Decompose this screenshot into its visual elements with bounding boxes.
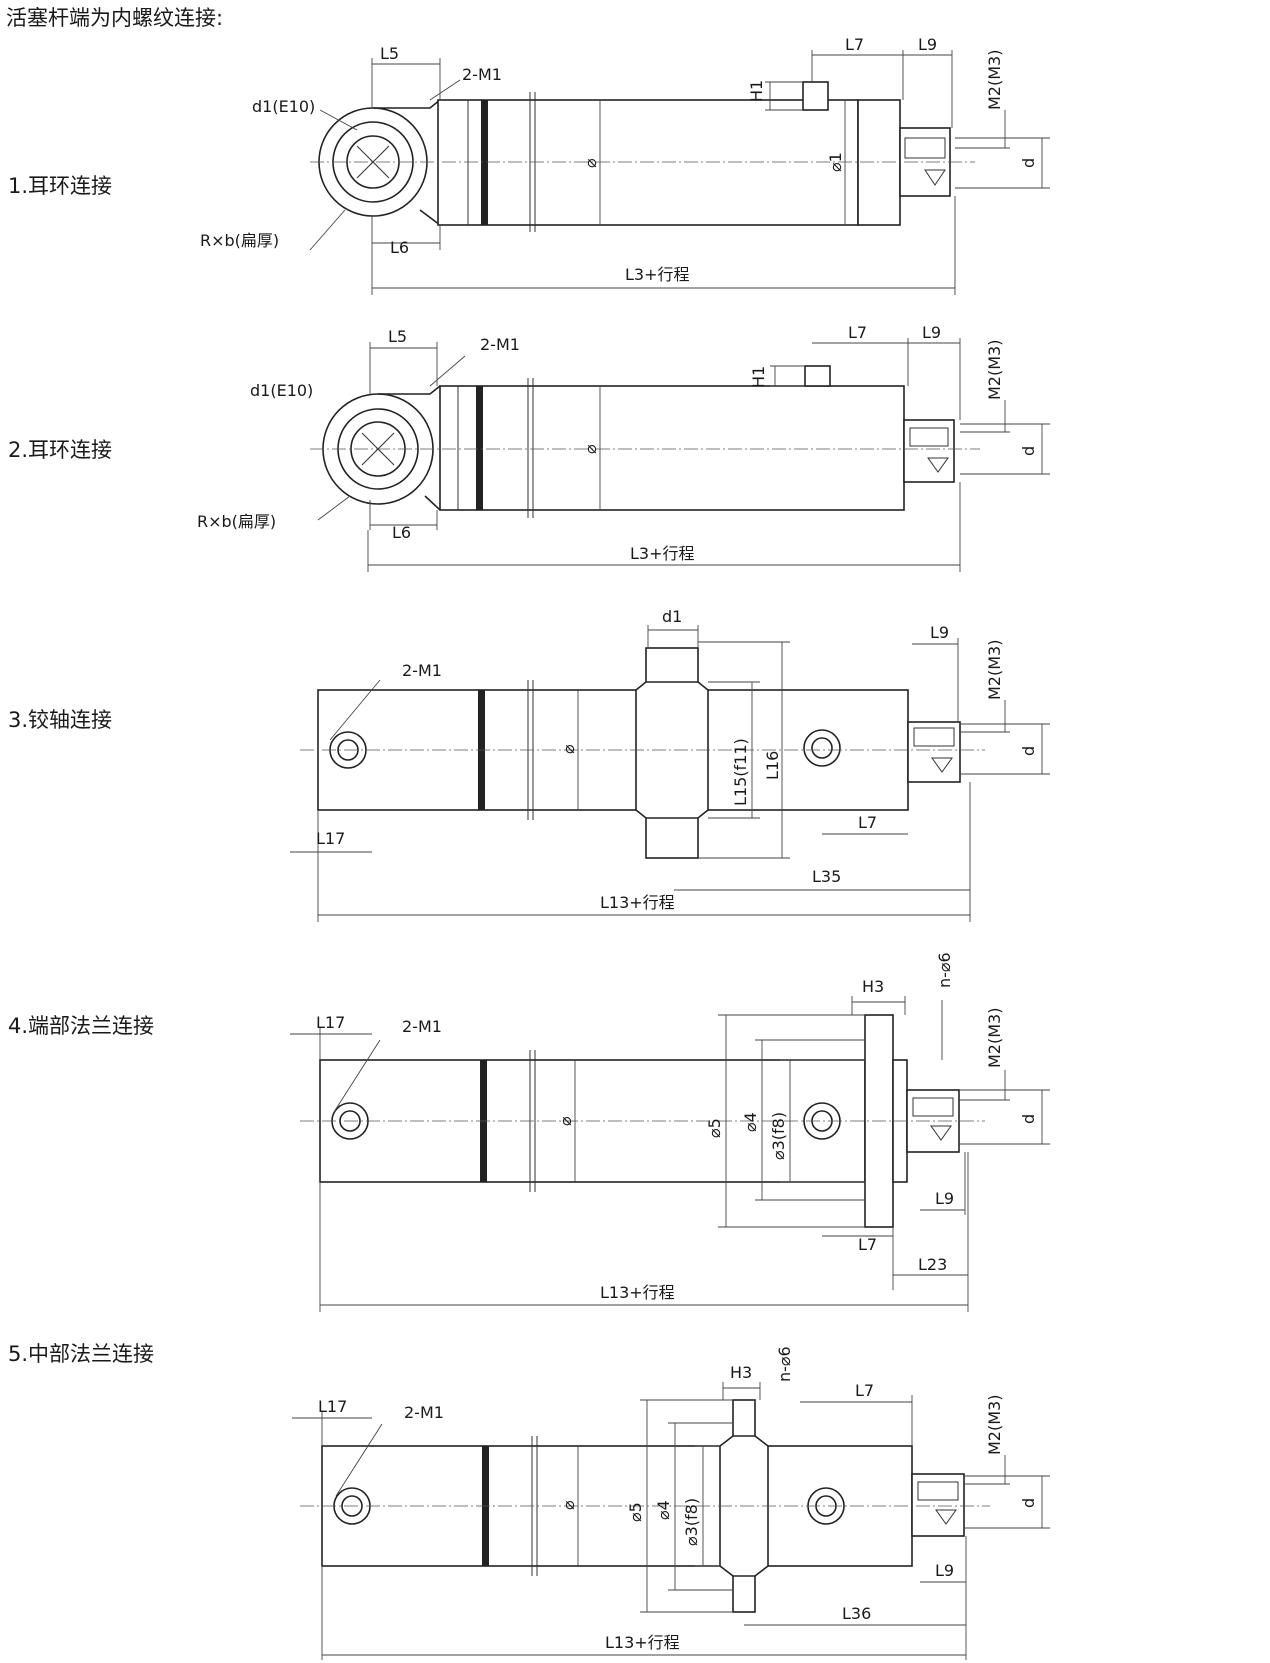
dim-H3: H3 — [730, 1363, 752, 1382]
dim-d1: d1 — [662, 607, 682, 626]
dim-L35: L35 — [812, 867, 841, 886]
dim-L9: L9 — [922, 323, 941, 342]
dim-L36: L36 — [842, 1604, 871, 1623]
cylinder-drawing-2: L5 2-M1 d1(E10) H1 L7 L9 M2(M3) d ⌀ R×b(… — [197, 323, 1050, 572]
dim-L13: L13+行程 — [605, 1633, 680, 1652]
dim-phi1: ⌀1 — [826, 152, 845, 172]
dim-L17: L17 — [318, 1397, 347, 1416]
dim-phi3: ⌀3(f8) — [682, 1498, 701, 1546]
cylinder-drawing-4: H3 n-⌀6 L17 2-M1 M2(M3) d ⌀ ⌀5 ⌀4 ⌀3(f8)… — [290, 952, 1050, 1312]
dim-phi3: ⌀3(f8) — [769, 1112, 788, 1160]
head-gland — [857, 99, 901, 226]
seal-band — [481, 100, 488, 225]
port-right — [803, 729, 841, 767]
dim-H3: H3 — [862, 977, 884, 996]
dim-L7: L7 — [845, 35, 864, 54]
dim-L9: L9 — [935, 1189, 954, 1208]
section-label-4: 4.端部法兰连接 — [8, 1014, 155, 1038]
dim-H1: H1 — [749, 366, 768, 388]
dim-M1: 2-M1 — [402, 661, 442, 680]
dim-M1: 2-M1 — [404, 1403, 444, 1422]
dim-L5: L5 — [380, 44, 399, 63]
dim-M1: 2-M1 — [402, 1017, 442, 1036]
dim-M1: 2-M1 — [480, 335, 520, 354]
dim-d: d — [1019, 158, 1038, 168]
dim-d1: d1(E10) — [252, 97, 315, 116]
dim-L17: L17 — [316, 1013, 345, 1032]
rod-end — [911, 1473, 965, 1537]
dim-L9: L9 — [935, 1561, 954, 1580]
cylinder-drawing-1: L5 2-M1 d1(E10) H1 L7 L9 M2(M3) d ⌀ ⌀1 R… — [200, 35, 1050, 295]
dim-L6: L6 — [392, 523, 411, 542]
dim-M2: M2(M3) — [985, 1008, 1004, 1068]
trunnion-block — [635, 681, 709, 819]
section-label-1: 1.耳环连接 — [8, 174, 113, 198]
dim-n6: n-⌀6 — [775, 1346, 794, 1382]
dim-d: d — [1019, 446, 1038, 456]
cylinder-barrel — [437, 99, 859, 226]
dim-M1: 2-M1 — [462, 65, 502, 84]
dim-M2: M2(M3) — [985, 1395, 1004, 1455]
dim-phi: ⌀ — [581, 158, 600, 168]
dim-L7: L7 — [858, 813, 877, 832]
dim-L3: L3+行程 — [625, 265, 690, 284]
dim-phi5: ⌀5 — [705, 1118, 724, 1138]
dim-L6: L6 — [390, 238, 409, 257]
dim-phi: ⌀ — [559, 1500, 578, 1510]
dim-phi4: ⌀4 — [654, 1500, 673, 1520]
dim-L15: L15(f11) — [731, 738, 750, 806]
dim-L17: L17 — [316, 829, 345, 848]
dim-L3: L3+行程 — [630, 544, 695, 563]
dim-Rb: R×b(扁厚) — [197, 512, 276, 531]
dim-M2: M2(M3) — [985, 50, 1004, 110]
cylinder-drawing-5: H3 n-⌀6 L7 L17 2-M1 M2(M3) d ⌀ ⌀5 ⌀4 ⌀3(… — [292, 1346, 1050, 1660]
dim-L7: L7 — [855, 1381, 874, 1400]
dim-phi: ⌀ — [581, 444, 600, 454]
dim-Rb: R×b(扁厚) — [200, 231, 279, 250]
dim-d1: d1(E10) — [250, 381, 313, 400]
dim-L13: L13+行程 — [600, 893, 675, 912]
dim-L9: L9 — [930, 623, 949, 642]
dim-d: d — [1019, 1114, 1038, 1124]
section-label-5: 5.中部法兰连接 — [8, 1342, 155, 1366]
dim-phi: ⌀ — [556, 1116, 575, 1126]
section-label-2: 2.耳环连接 — [8, 438, 113, 462]
section-label-3: 3.铰轴连接 — [8, 708, 113, 732]
dim-phi5: ⌀5 — [626, 1502, 645, 1522]
oil-port — [802, 81, 829, 111]
dim-L5: L5 — [388, 327, 407, 346]
seal-band — [476, 386, 483, 510]
dim-M2: M2(M3) — [985, 340, 1004, 400]
dim-d: d — [1019, 746, 1038, 756]
dim-L7: L7 — [848, 323, 867, 342]
cylinder-drawing-3: d1 L9 2-M1 M2(M3) d ⌀ L15(f11) L16 L17 L… — [290, 607, 1050, 922]
dim-L23: L23 — [918, 1255, 947, 1274]
page-title: 活塞杆端为内螺纹连接: — [6, 6, 224, 30]
dim-phi4: ⌀4 — [741, 1112, 760, 1132]
dim-n6: n-⌀6 — [935, 952, 954, 988]
rod-end — [903, 419, 955, 483]
oil-port — [804, 365, 831, 387]
cylinder-barrel — [439, 385, 905, 511]
dim-L7: L7 — [858, 1235, 877, 1254]
dim-M2: M2(M3) — [985, 640, 1004, 700]
dim-L16: L16 — [763, 751, 782, 780]
rod-end — [907, 721, 961, 783]
dim-L13: L13+行程 — [600, 1283, 675, 1302]
dim-H1: H1 — [747, 80, 766, 102]
dim-d: d — [1019, 1498, 1038, 1508]
dim-phi: ⌀ — [559, 744, 578, 754]
dim-L9: L9 — [918, 35, 937, 54]
